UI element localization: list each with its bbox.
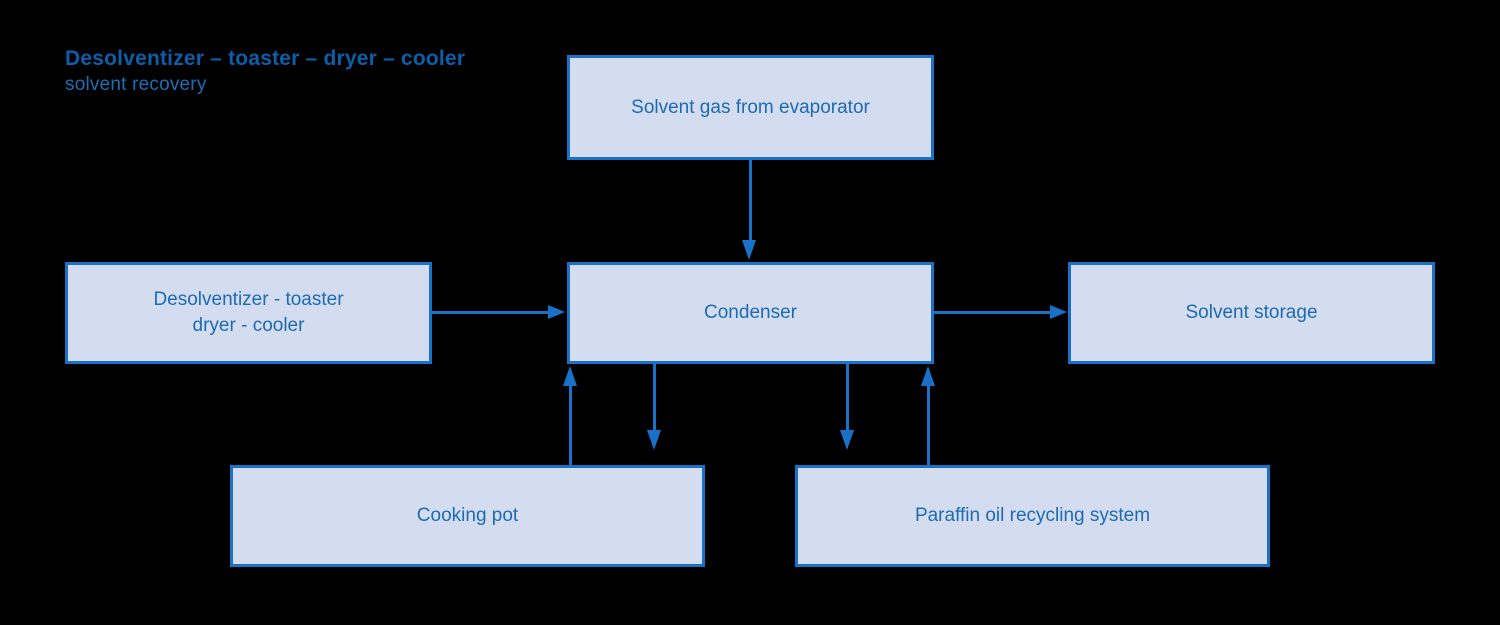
arrow-up-icon xyxy=(563,366,577,386)
edge-line xyxy=(934,311,1052,314)
arrow-down-icon xyxy=(840,430,854,450)
arrow-right-icon xyxy=(1050,305,1067,319)
node-paraffin-oil-recycling-system[interactable]: Paraffin oil recycling system xyxy=(795,465,1270,567)
edge-line xyxy=(846,364,849,432)
arrow-down-icon xyxy=(742,240,756,260)
edge-line xyxy=(569,385,572,465)
node-cooking-pot-label: Cooking pot xyxy=(416,505,519,527)
diagram-title: Desolventizer – toaster – dryer – cooler… xyxy=(65,46,465,97)
edge-line xyxy=(432,311,550,314)
edge-line xyxy=(749,160,752,244)
edge-line xyxy=(653,364,656,432)
node-condenser[interactable]: Condenser xyxy=(567,262,934,364)
node-solvent-gas-from-evaporator[interactable]: Solvent gas from evaporator xyxy=(567,55,934,160)
node-solvent-storage-label: Solvent storage xyxy=(1185,302,1318,324)
node-desolventizer-label-line1: Desolventizer - toaster xyxy=(153,289,344,311)
edge-line xyxy=(927,385,930,465)
node-desolventizer-label: Desolventizer - toaster dryer - cooler xyxy=(143,287,353,338)
arrow-right-icon xyxy=(548,305,565,319)
node-desolventizer-toaster-dryer-cooler[interactable]: Desolventizer - toaster dryer - cooler xyxy=(65,262,432,364)
node-condenser-label: Condenser xyxy=(704,302,797,324)
node-cooking-pot[interactable]: Cooking pot xyxy=(230,465,705,567)
diagram-title-line2: solvent recovery xyxy=(65,73,207,95)
node-desolventizer-label-line2: dryer - cooler xyxy=(192,315,305,336)
arrow-down-icon xyxy=(647,430,661,450)
node-solvent-gas-label: Solvent gas from evaporator xyxy=(631,96,870,118)
arrow-up-icon xyxy=(921,366,935,386)
node-solvent-storage[interactable]: Solvent storage xyxy=(1068,262,1435,364)
node-paraffin-label: Paraffin oil recycling system xyxy=(914,505,1151,527)
diagram-title-line1: Desolventizer – toaster – dryer – cooler xyxy=(65,47,466,70)
